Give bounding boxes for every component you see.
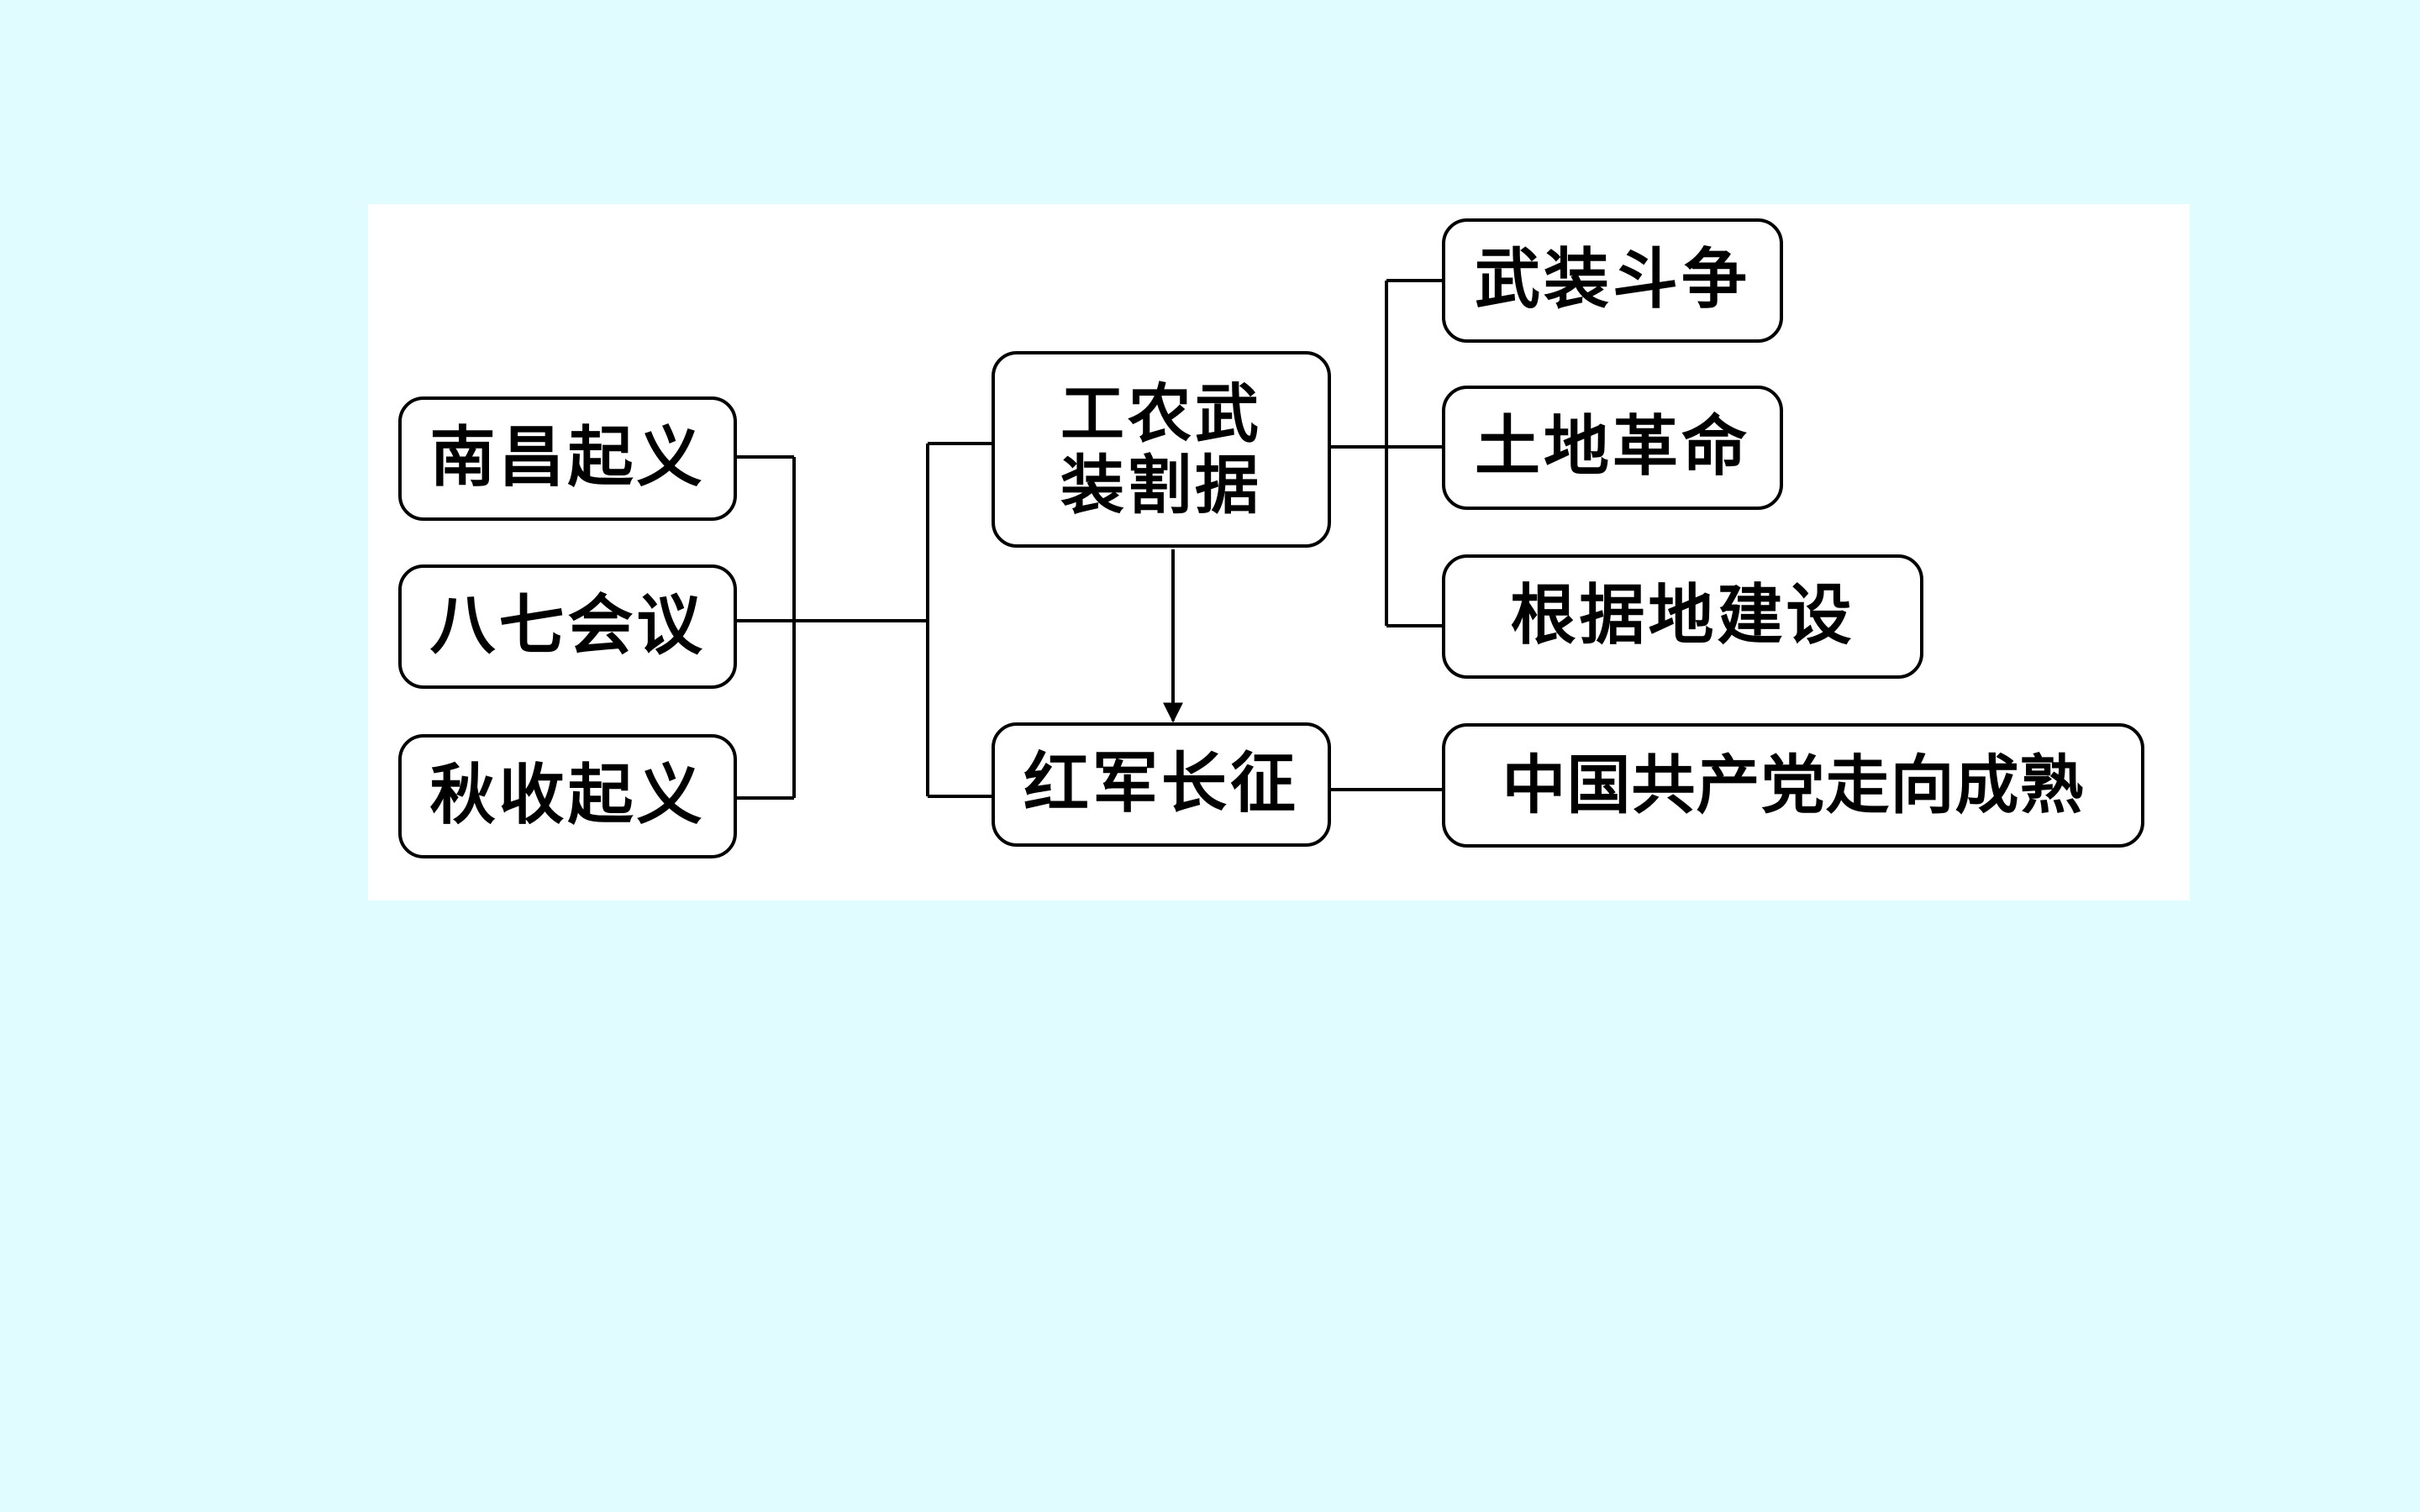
node-label: 八七会议 <box>429 588 706 664</box>
node-label: 中国共产党走向成熟 <box>1502 748 2085 823</box>
node-label-line2: 装割据 <box>1060 448 1262 522</box>
node-worker-peasant-armed-regime: 工农武 装割据 <box>992 351 1331 548</box>
node-long-march: 红军长征 <box>992 722 1331 847</box>
node-august-seventh-meeting: 八七会议 <box>398 564 737 689</box>
node-cpc-maturity: 中国共产党走向成熟 <box>1442 723 2144 848</box>
node-label: 武装斗争 <box>1474 242 1750 318</box>
node-armed-struggle: 武装斗争 <box>1442 218 1783 343</box>
node-autumn-harvest-uprising: 秋收起义 <box>398 734 737 858</box>
node-nanchang-uprising: 南昌起义 <box>398 396 737 521</box>
node-base-area-construction: 根据地建设 <box>1442 554 1923 679</box>
node-label: 根据地建设 <box>1510 578 1855 654</box>
node-label: 南昌起义 <box>429 420 706 496</box>
node-label: 红军长征 <box>1023 746 1299 822</box>
node-label: 土地革命 <box>1474 409 1750 486</box>
node-land-revolution: 土地革命 <box>1442 386 1783 510</box>
node-label: 秋收起义 <box>429 758 706 834</box>
node-label-line1: 工农武 <box>1060 375 1262 451</box>
